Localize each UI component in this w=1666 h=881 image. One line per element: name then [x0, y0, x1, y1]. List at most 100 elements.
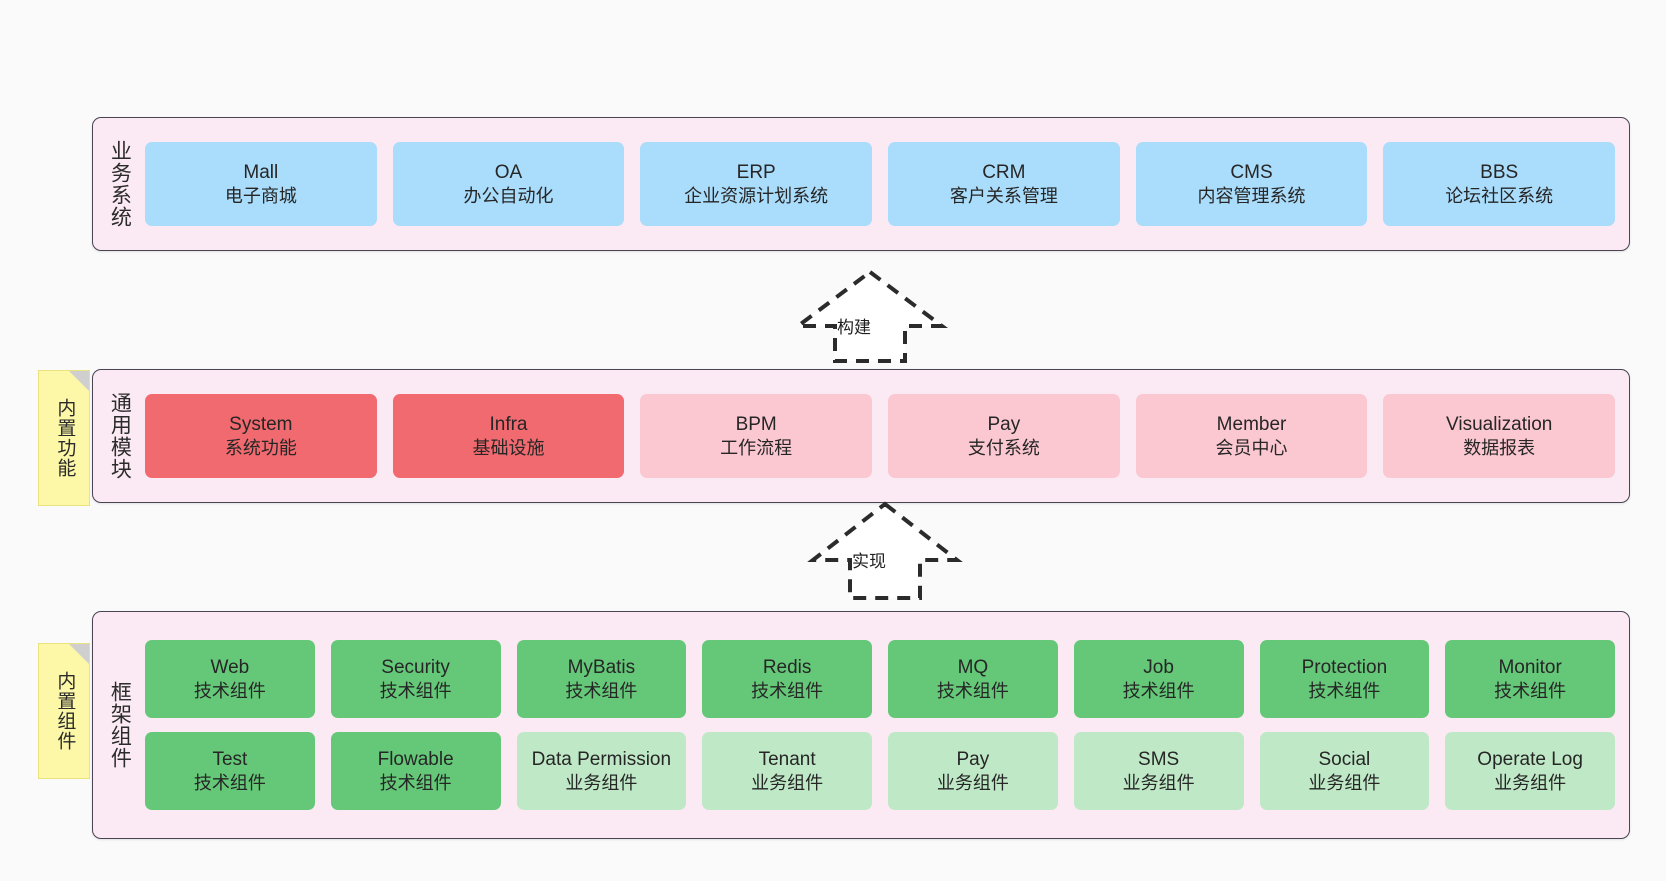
node-subtitle: 技术组件 [193, 680, 266, 701]
node-subtitle: 工作流程 [720, 437, 793, 458]
note-builtin-features: 内置功能 [38, 370, 90, 506]
node-crm[interactable]: CRM 客户关系管理 [888, 142, 1120, 226]
node-tenant[interactable]: Tenant 业务组件 [702, 732, 872, 810]
node-subtitle: 技术组件 [565, 680, 638, 701]
node-mall[interactable]: Mall 电子商城 [145, 142, 377, 226]
node-title: Operate Log [1477, 749, 1583, 771]
node-subtitle: 业务组件 [1122, 772, 1195, 793]
node-subtitle: 基础设施 [472, 437, 545, 458]
node-subtitle: 会员中心 [1215, 437, 1288, 458]
arrow-build: 构建 [792, 268, 948, 363]
node-bpm[interactable]: BPM 工作流程 [640, 394, 873, 478]
node-subtitle: 技术组件 [1308, 680, 1381, 701]
node-row: System 系统功能 Infra 基础设施 BPM 工作流程 Pay 支付系统… [145, 394, 1616, 478]
node-subtitle: 内容管理系统 [1197, 185, 1306, 206]
node-subtitle: 客户关系管理 [949, 185, 1058, 206]
node-sms[interactable]: SMS 业务组件 [1073, 732, 1244, 810]
node-title: Visualization [1446, 414, 1553, 436]
note-builtin-components: 内置组件 [38, 643, 90, 779]
node-mq[interactable]: MQ 技术组件 [888, 640, 1058, 718]
node-bbs[interactable]: BBS 论坛社区系统 [1383, 142, 1616, 226]
layer-common-module: 通用模块 System 系统功能 Infra 基础设施 BPM 工作流程 Pay… [92, 369, 1630, 503]
node-flowable[interactable]: Flowable 技术组件 [330, 732, 501, 810]
arrow-implement-label: 实现 [852, 552, 886, 571]
node-subtitle: 业务组件 [751, 772, 824, 793]
node-data-permission[interactable]: Data Permission 业务组件 [516, 732, 687, 810]
layer-title-business-system: 业务系统 [108, 140, 132, 228]
node-title: Protection [1301, 657, 1388, 679]
node-pay-component[interactable]: Pay 业务组件 [888, 732, 1058, 810]
node-subtitle: 技术组件 [379, 772, 452, 793]
node-oa[interactable]: OA 办公自动化 [392, 142, 625, 226]
node-title: Pay [987, 414, 1021, 436]
node-title: System [229, 414, 293, 436]
node-monitor[interactable]: Monitor 技术组件 [1445, 640, 1615, 718]
node-title: SMS [1138, 749, 1180, 771]
node-subtitle: 企业资源计划系统 [684, 185, 829, 206]
node-title: OA [494, 162, 523, 184]
node-title: BPM [735, 414, 777, 436]
node-title: Web [210, 657, 250, 679]
node-social[interactable]: Social 业务组件 [1259, 732, 1430, 810]
node-subtitle: 业务组件 [1494, 772, 1567, 793]
node-title: Mall [243, 162, 279, 184]
node-subtitle: 技术组件 [379, 680, 452, 701]
layer-title-framework-component: 框架组件 [108, 681, 132, 769]
layer-body-business-system: Mall 电子商城 OA 办公自动化 ERP 企业资源计划系统 CRM 客户关系… [145, 118, 1629, 250]
node-subtitle: 业务组件 [565, 772, 638, 793]
node-row: Web 技术组件 Security 技术组件 MyBatis 技术组件 Redi… [145, 640, 1615, 718]
node-title: Monitor [1498, 657, 1562, 679]
arrow-build-label: 构建 [837, 318, 871, 337]
node-row: Test 技术组件 Flowable 技术组件 Data Permission … [145, 732, 1615, 810]
node-pay[interactable]: Pay 支付系统 [888, 394, 1120, 478]
node-redis[interactable]: Redis 技术组件 [702, 640, 872, 718]
layer-body-common-module: System 系统功能 Infra 基础设施 BPM 工作流程 Pay 支付系统… [145, 370, 1629, 502]
node-protection[interactable]: Protection 技术组件 [1259, 640, 1430, 718]
node-subtitle: 技术组件 [1122, 680, 1195, 701]
node-title: MyBatis [567, 657, 636, 679]
node-title: Job [1143, 657, 1174, 679]
node-subtitle: 业务组件 [1308, 772, 1381, 793]
node-erp[interactable]: ERP 企业资源计划系统 [640, 142, 873, 226]
node-test[interactable]: Test 技术组件 [145, 732, 315, 810]
node-mybatis[interactable]: MyBatis 技术组件 [516, 640, 687, 718]
node-title: Data Permission [531, 749, 672, 771]
node-subtitle: 技术组件 [936, 680, 1009, 701]
node-visualization[interactable]: Visualization 数据报表 [1383, 394, 1616, 478]
node-subtitle: 技术组件 [751, 680, 824, 701]
node-title: Member [1216, 414, 1287, 436]
node-job[interactable]: Job 技术组件 [1073, 640, 1244, 718]
node-title: Redis [762, 657, 812, 679]
node-title: CMS [1230, 162, 1273, 184]
layer-body-framework-component: Web 技术组件 Security 技术组件 MyBatis 技术组件 Redi… [145, 612, 1629, 838]
node-subtitle: 系统功能 [224, 437, 297, 458]
node-subtitle: 技术组件 [193, 772, 266, 793]
node-subtitle: 技术组件 [1494, 680, 1567, 701]
node-infra[interactable]: Infra 基础设施 [392, 394, 625, 478]
node-subtitle: 办公自动化 [463, 185, 554, 206]
node-title: Security [381, 657, 450, 679]
node-title: CRM [982, 162, 1026, 184]
node-title: BBS [1480, 162, 1519, 184]
arrow-implement: 实现 [807, 500, 963, 600]
node-title: Infra [489, 414, 528, 436]
node-title: Pay [956, 749, 990, 771]
node-subtitle: 电子商城 [224, 185, 297, 206]
node-subtitle: 数据报表 [1463, 437, 1536, 458]
note-label: 内置功能 [54, 398, 76, 478]
node-row: Mall 电子商城 OA 办公自动化 ERP 企业资源计划系统 CRM 客户关系… [145, 142, 1616, 226]
node-member[interactable]: Member 会员中心 [1135, 394, 1368, 478]
node-system[interactable]: System 系统功能 [145, 394, 377, 478]
node-subtitle: 支付系统 [967, 437, 1040, 458]
node-title: Test [212, 749, 248, 771]
node-subtitle: 业务组件 [936, 772, 1009, 793]
node-operate-log[interactable]: Operate Log 业务组件 [1445, 732, 1615, 810]
node-web[interactable]: Web 技术组件 [145, 640, 315, 718]
note-label: 内置组件 [54, 671, 76, 751]
node-security[interactable]: Security 技术组件 [330, 640, 501, 718]
node-title: MQ [957, 657, 989, 679]
node-title: Social [1318, 749, 1371, 771]
node-cms[interactable]: CMS 内容管理系统 [1135, 142, 1368, 226]
layer-framework-component: 框架组件 Web 技术组件 Security 技术组件 MyBatis 技术组件… [92, 611, 1630, 839]
